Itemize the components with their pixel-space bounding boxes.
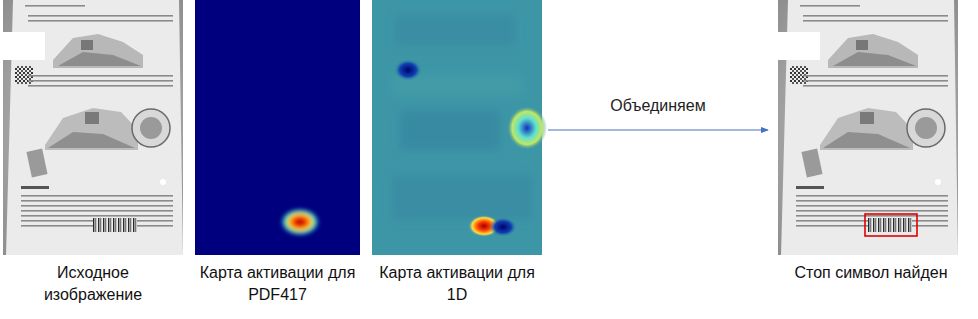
panel-caption: Карта активации для PDF417 — [198, 262, 358, 306]
merge-arrow — [548, 129, 768, 130]
panel-caption: Стоп символ найден — [776, 262, 966, 284]
onedim-activation-map — [372, 0, 547, 255]
image-panel: Стоп символ найден — [776, 0, 966, 284]
source-image — [3, 0, 183, 255]
image-panel: Карта активации для PDF417 — [195, 0, 360, 306]
image-panel: Карта активации для 1D — [372, 0, 542, 306]
edge-label: Объединяем — [610, 96, 705, 116]
edge-label-holder: Объединяем — [610, 96, 705, 116]
panel-caption: Исходное изображение — [31, 262, 156, 306]
result-image — [778, 0, 958, 255]
pdf417-activation-map — [195, 0, 360, 255]
image-panel: Исходное изображение — [3, 0, 183, 306]
panel-caption: Карта активации для 1D — [377, 262, 537, 306]
